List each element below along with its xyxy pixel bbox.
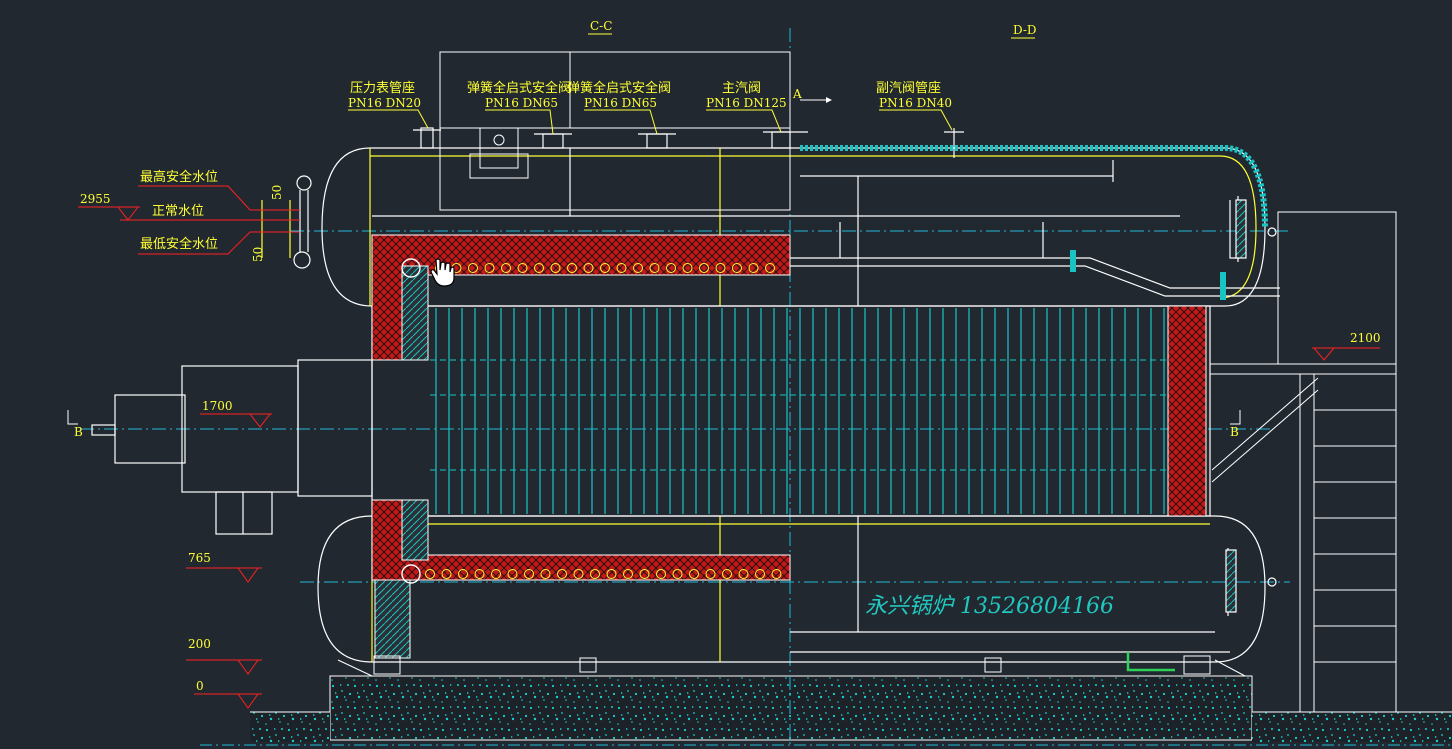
elevation-0: 0 — [194, 679, 262, 709]
svg-text:2100: 2100 — [1350, 331, 1381, 345]
svg-text:765: 765 — [188, 551, 211, 565]
cut-label-b-left: B — [74, 425, 83, 439]
callouts: 压力表管座 PN16 DN20 弹簧全启式安全阀 PN16 DN65 弹簧全启式… — [348, 80, 953, 135]
dim-upper: 50 — [270, 185, 284, 200]
tube-bank — [371, 305, 1211, 517]
refractory-lining — [371, 234, 1207, 659]
elevation-2100: 2100 — [1312, 331, 1381, 361]
cut-label-b-right: B — [1230, 425, 1239, 439]
platform-ladder — [1210, 211, 1397, 712]
elevation-2955: 2955 — [78, 192, 140, 221]
foundation — [200, 675, 1452, 746]
hand-cursor-icon — [430, 258, 455, 287]
callout-spec: PN16 DN65 — [584, 96, 657, 110]
callout-spec: PN16 DN20 — [348, 96, 421, 110]
lowest-water-level: 最低安全水位 — [140, 236, 218, 252]
svg-text:2955: 2955 — [80, 192, 111, 206]
section-label-c: C-C — [590, 19, 612, 33]
callout-title: 弹簧全启式安全阀 — [567, 80, 671, 96]
callout-spec: PN16 DN125 — [706, 96, 787, 110]
section-label-d: D-D — [1013, 23, 1037, 37]
svg-text:0: 0 — [196, 679, 204, 693]
supports — [337, 655, 1246, 677]
steam-pipe — [790, 222, 1280, 672]
lower-drum — [317, 515, 1266, 663]
elevation-1700: 1700 — [200, 399, 272, 428]
callout-title: 副汽阀管座 — [876, 81, 941, 96]
callout-spec: PN16 DN40 — [879, 96, 952, 110]
elevations: 2955 1700 765 200 0 2100 — [78, 192, 1381, 709]
upper-drum — [321, 145, 1268, 307]
watermark: 永兴锅炉 13526804166 — [865, 594, 1114, 619]
callout-title: 压力表管座 — [350, 81, 415, 96]
elevation-200: 200 — [186, 637, 262, 675]
normal-water-level: 正常水位 — [152, 204, 204, 219]
water-level-labels: 最高安全水位 正常水位 最低安全水位 50 50 — [120, 169, 300, 262]
callout-aux-steam-valve-seat: 副汽阀管座 PN16 DN40 — [876, 81, 953, 131]
svg-text:200: 200 — [188, 637, 211, 651]
steam-header-box — [439, 51, 791, 211]
callout-title: 主汽阀 — [722, 81, 761, 96]
cut-label-a: A — [792, 87, 802, 101]
elevation-765: 765 — [186, 551, 262, 583]
callout-main-steam-valve: 主汽阀 PN16 DN125 — [706, 81, 787, 133]
svg-text:1700: 1700 — [202, 399, 233, 413]
highest-water-level: 最高安全水位 — [140, 169, 218, 185]
dim-lower: 50 — [251, 247, 265, 262]
section-labels: C-C D-D A B B — [67, 19, 1241, 439]
burner-assembly — [91, 359, 373, 535]
callout-safety-valve-1: 弹簧全启式安全阀 PN16 DN65 — [467, 80, 571, 135]
callout-title: 弹簧全启式安全阀 — [467, 80, 571, 96]
callout-pressure-gauge-seat: 压力表管座 PN16 DN20 — [348, 81, 429, 129]
callout-safety-valve-2: 弹簧全启式安全阀 PN16 DN65 — [567, 80, 671, 135]
manholes — [1225, 196, 1277, 616]
center-lines — [80, 28, 1290, 745]
header-tubes — [401, 258, 782, 584]
callout-spec: PN16 DN65 — [485, 96, 558, 110]
